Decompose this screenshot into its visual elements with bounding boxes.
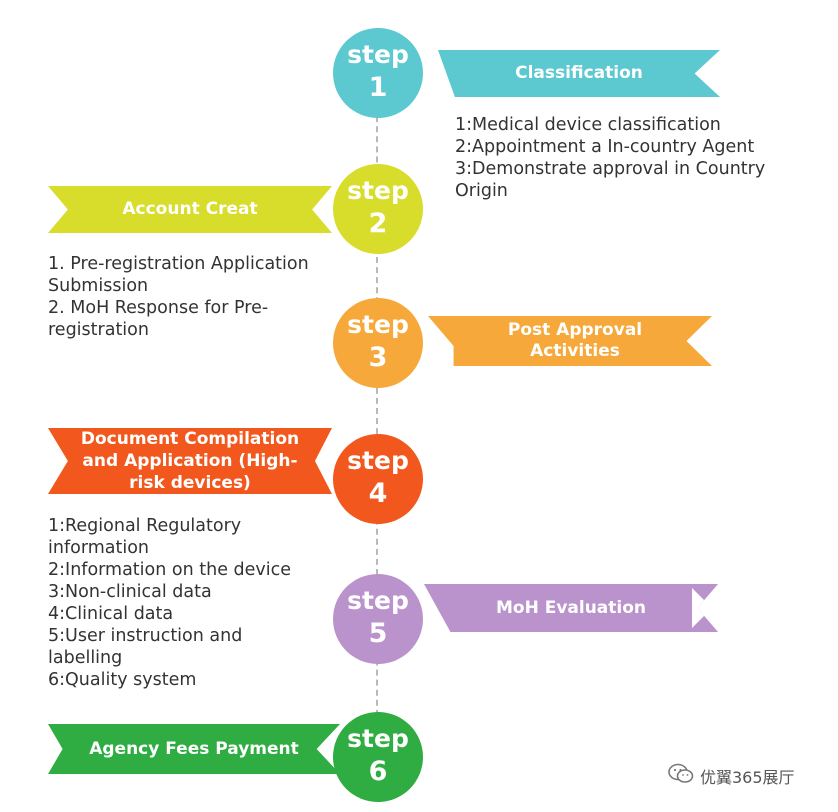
step-1-item: 1:Medical device classification bbox=[455, 115, 721, 135]
step-2-circle: step 2 bbox=[333, 164, 423, 254]
step-1-circle: step 1 bbox=[333, 28, 423, 118]
step-2-description: 1. Pre-registration Application Submissi… bbox=[48, 253, 328, 341]
step-6-ribbon: Agency Fees Payment bbox=[48, 724, 340, 774]
step-2-ribbon-label: Account Creat bbox=[122, 199, 258, 219]
watermark: 优翼365展厅 bbox=[668, 763, 836, 789]
step-5-ribbon-label: MoH Evaluation bbox=[495, 597, 647, 618]
step-4-number: 4 bbox=[368, 478, 388, 509]
step-5-circle: step 5 bbox=[333, 574, 423, 664]
step-4-item: 6:Quality system bbox=[48, 670, 197, 690]
step-1-item: 3:Demonstrate approval in Country bbox=[455, 159, 766, 179]
step-2-item: registration bbox=[48, 320, 149, 340]
step-3-word: step bbox=[347, 310, 409, 339]
step-3-ribbon-label: Post Approval Activities bbox=[507, 320, 643, 361]
step-2-number: 2 bbox=[368, 208, 388, 239]
step-4-circle: step 4 bbox=[333, 434, 423, 524]
step-2-item: Submission bbox=[48, 276, 149, 296]
step-6-number: 6 bbox=[368, 756, 388, 787]
step-1-item: Origin bbox=[455, 181, 508, 201]
step-2-word: step bbox=[347, 176, 409, 205]
step-3-circle: step 3 bbox=[333, 298, 423, 388]
step-1-word: step bbox=[347, 40, 409, 69]
step-5-ribbon-notch bbox=[692, 588, 712, 628]
step-2-item: 2. MoH Response for Pre- bbox=[48, 298, 269, 318]
step-4-ribbon: Document Compilation and Application (Hi… bbox=[48, 428, 332, 494]
step-4-item: 3:Non-clinical data bbox=[48, 582, 212, 602]
step-4-item: 4:Clinical data bbox=[48, 604, 174, 624]
step-1-item: 2:Appointment a In-country Agent bbox=[455, 137, 755, 157]
step-5-ribbon: MoH Evaluation bbox=[424, 584, 718, 632]
step-4-ribbon-label: Document Compilation and Application (Hi… bbox=[80, 429, 300, 493]
step-4-item: 5:User instruction and bbox=[48, 626, 243, 646]
step-1-description: 1:Medical device classification 2:Appoin… bbox=[455, 114, 785, 202]
step-5-word: step bbox=[347, 586, 409, 615]
step-3-number: 3 bbox=[368, 342, 388, 373]
step-6-circle: step 6 bbox=[333, 712, 423, 802]
step-4-item: labelling bbox=[48, 648, 123, 668]
wechat-icon bbox=[668, 763, 694, 789]
step-4-word: step bbox=[347, 446, 409, 475]
step-5-number: 5 bbox=[368, 618, 388, 649]
step-4-description: 1:Regional Regulatory information 2:Info… bbox=[48, 515, 328, 691]
connector-line bbox=[376, 96, 378, 736]
step-4-item: 2:Information on the device bbox=[48, 560, 292, 580]
watermark-text: 优翼365展厅 bbox=[700, 768, 795, 787]
step-4-item: information bbox=[48, 538, 150, 558]
step-1-ribbon-label: Classification bbox=[515, 63, 643, 83]
step-3-ribbon: Post Approval Activities bbox=[428, 316, 712, 366]
step-4-item: 1:Regional Regulatory bbox=[48, 516, 242, 536]
step-6-word: step bbox=[347, 724, 409, 753]
step-2-ribbon: Account Creat bbox=[48, 186, 332, 233]
step-2-item: 1. Pre-registration Application bbox=[48, 254, 309, 274]
step-6-ribbon-label: Agency Fees Payment bbox=[89, 738, 299, 759]
step-1-ribbon: Classification bbox=[438, 50, 720, 97]
step-1-number: 1 bbox=[368, 72, 388, 103]
